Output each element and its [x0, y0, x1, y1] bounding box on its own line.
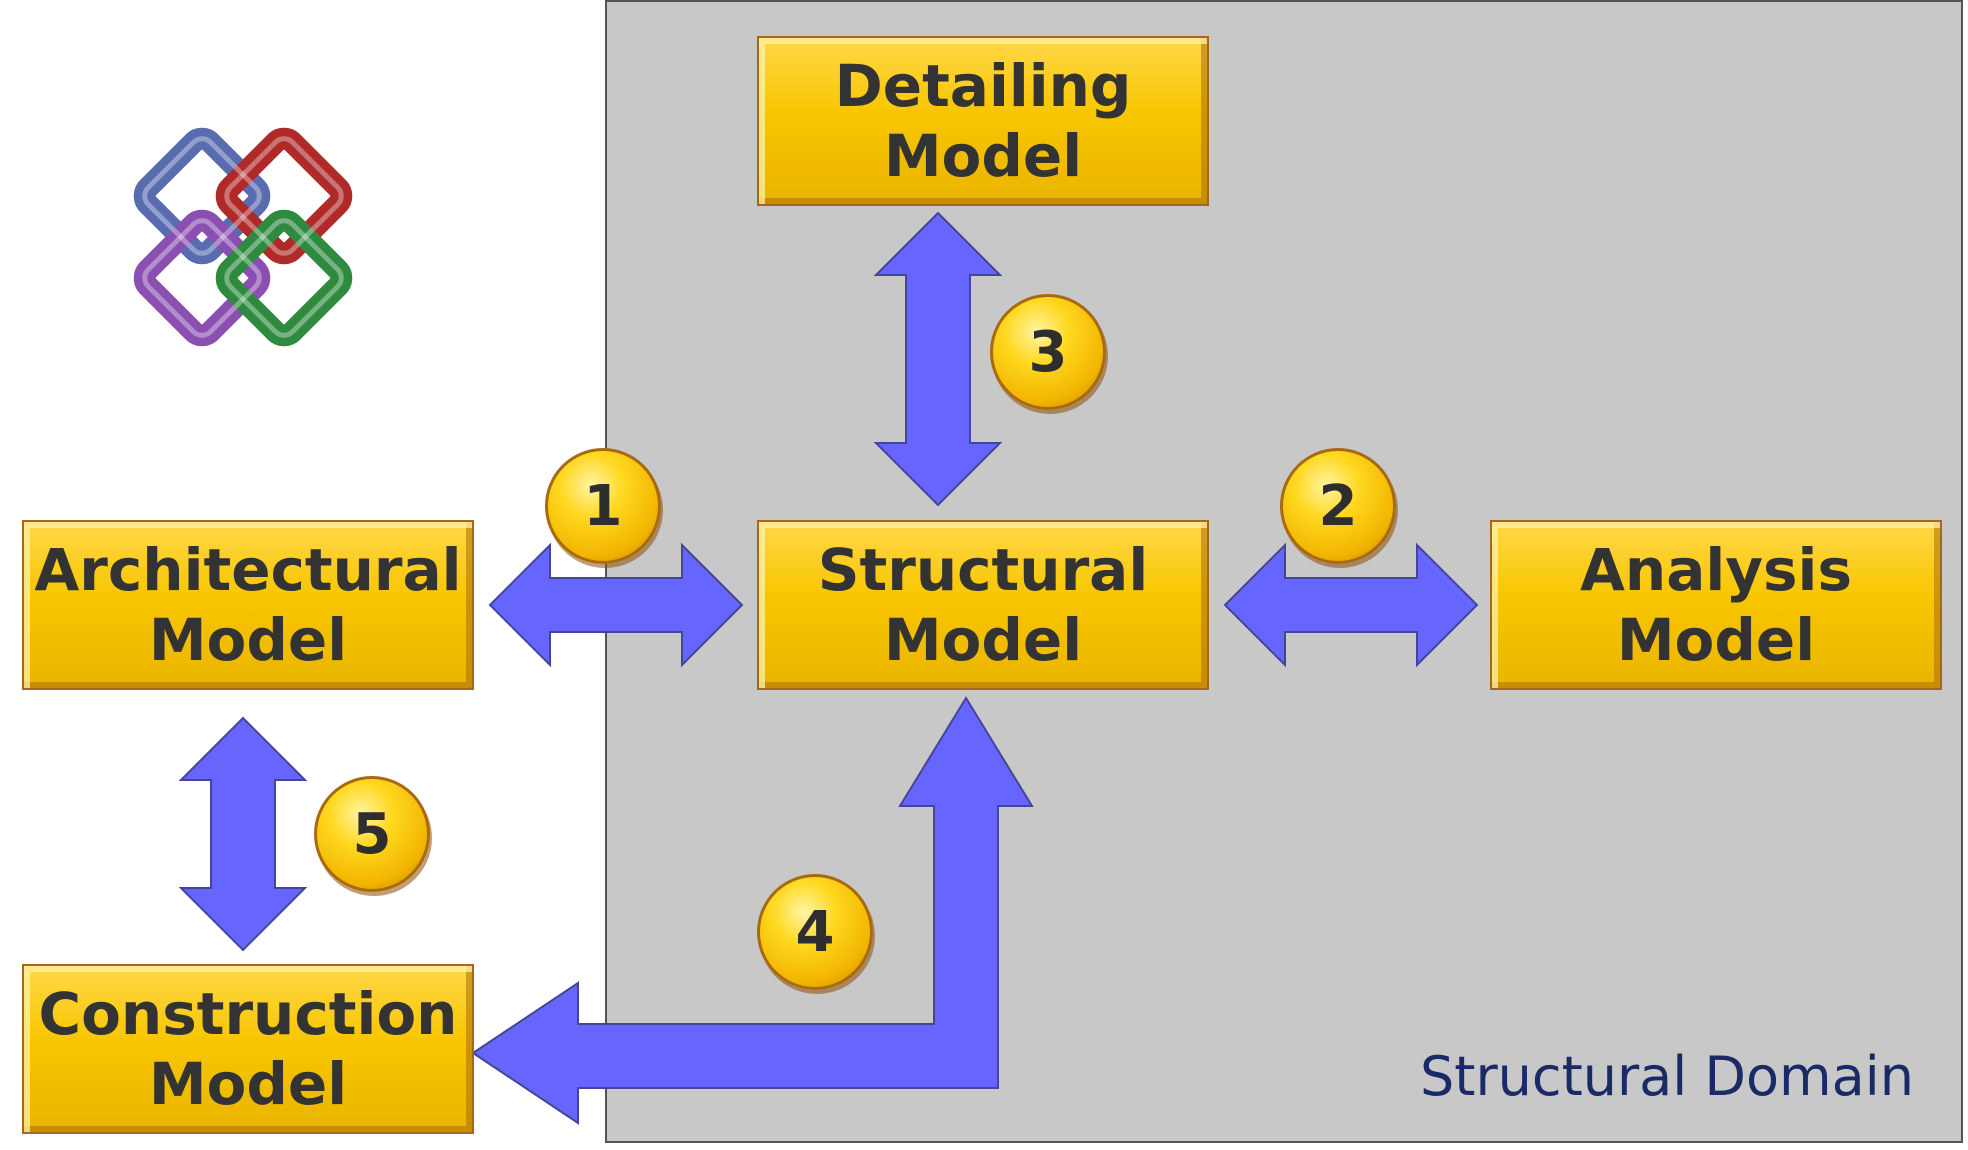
arrow-structural-analysis — [1223, 542, 1479, 668]
detailing-model-line2: Model — [883, 122, 1083, 190]
construction-model-line1: Construction — [38, 980, 458, 1048]
architectural-model-line1: Architectural — [34, 536, 462, 604]
arrow-detailing-structural — [873, 211, 1003, 507]
architectural-model-line2: Model — [148, 606, 348, 674]
arrow-architectural-construction — [178, 716, 308, 952]
detailing-model-box: Detailing Model — [757, 36, 1209, 206]
badge-3: 3 — [990, 294, 1106, 410]
badge-2: 2 — [1280, 448, 1396, 564]
structural-model-line2: Model — [883, 606, 1083, 674]
badge-5: 5 — [314, 776, 430, 892]
structural-model-line1: Structural — [817, 536, 1149, 604]
detailing-model-line1: Detailing — [834, 52, 1132, 120]
analysis-model-box: Analysis Model — [1490, 520, 1942, 690]
analysis-model-line1: Analysis — [1580, 536, 1852, 604]
badge-1: 1 — [545, 448, 661, 564]
structural-domain-label: Structural Domain — [1420, 1045, 1914, 1108]
construction-model-line2: Model — [148, 1050, 348, 1118]
interlocking-links-logo-icon — [133, 127, 353, 347]
arrow-architectural-structural — [488, 542, 744, 668]
construction-model-box: Construction Model — [22, 964, 474, 1134]
architectural-model-box: Architectural Model — [22, 520, 474, 690]
structural-model-box: Structural Model — [757, 520, 1209, 690]
analysis-model-line2: Model — [1616, 606, 1816, 674]
badge-4: 4 — [757, 874, 873, 990]
arrow-structural-construction — [471, 696, 1034, 1125]
